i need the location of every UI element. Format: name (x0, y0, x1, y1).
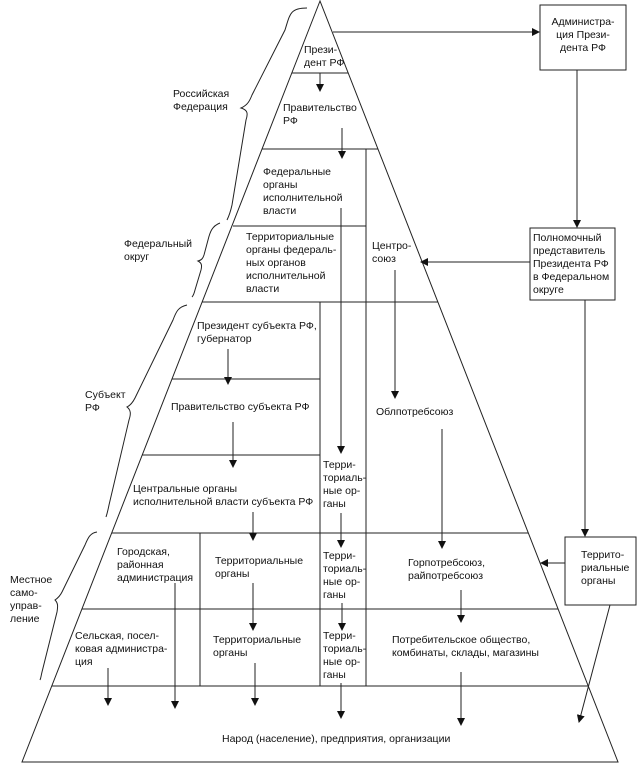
brace-russian-federation (226, 7, 308, 221)
arrow (576, 604, 611, 723)
level-local-government: Местное само- управ- ление (10, 574, 53, 625)
territorial-bodies-subject: Терри- ториаль- ные ор- ганы (323, 459, 367, 510)
consumer-society: Потребительское общество, комбинаты, скл… (392, 634, 539, 659)
subject-central-bodies: Центральные органы исполнительной власти… (133, 483, 314, 508)
government-rf: Правительство РФ (283, 102, 357, 127)
territorial-bodies-label: Террито- риальные органы (581, 549, 630, 587)
brace-local (39, 531, 98, 681)
gorpotrebsoyuz: Горпотребсоюз, райпотребсоюз (408, 557, 486, 582)
pyramid-outline (21, 0, 619, 763)
subject-president: Президент субъекта РФ, губернатор (197, 320, 317, 345)
territorial-bodies-city: Территориальные органы (215, 555, 304, 580)
rural-admin: Сельская, посел- ковая администра- ция (75, 630, 168, 668)
brace-subject (105, 304, 188, 518)
brace-federal-district (191, 222, 221, 298)
territorial-federal-bodies: Территориальные органы федераль- ных орг… (246, 231, 337, 295)
oblpotrebsoyuz: Облпотребсоюз (376, 406, 454, 418)
level-federal-district: Федеральный округ (124, 238, 193, 263)
people-enterprises: Народ (население), предприятия, организа… (222, 733, 451, 745)
presidential-admin-label: Администра- ция Прези- дента РФ (551, 16, 615, 54)
president-rf: Прези- дент РФ (304, 44, 345, 69)
plenipotentiary-label: Полномочный представитель Президента РФ … (533, 232, 610, 296)
presidential-admin-box (539, 4, 627, 71)
territorial-bodies-rural: Территориальные органы (213, 634, 302, 659)
territorial-bodies-box (564, 536, 637, 606)
centrosoyuz: Центро- союз (372, 240, 412, 265)
level-subject: Субъект РФ (85, 389, 126, 414)
plenipotentiary-box (529, 227, 616, 301)
city-district-admin: Городская, районная администрация (117, 546, 194, 584)
level-russian-federation: Российская Федерация (173, 88, 230, 113)
federal-executive-bodies: Федеральные органы исполнительной власти (263, 166, 343, 217)
territorial-bodies-city-federal: Терри- ториаль- ные ор- ганы (323, 550, 367, 601)
subject-government: Правительство субъекта РФ (171, 401, 310, 413)
territorial-bodies-rural-federal: Терри- ториаль- ные ор- ганы (323, 630, 367, 681)
